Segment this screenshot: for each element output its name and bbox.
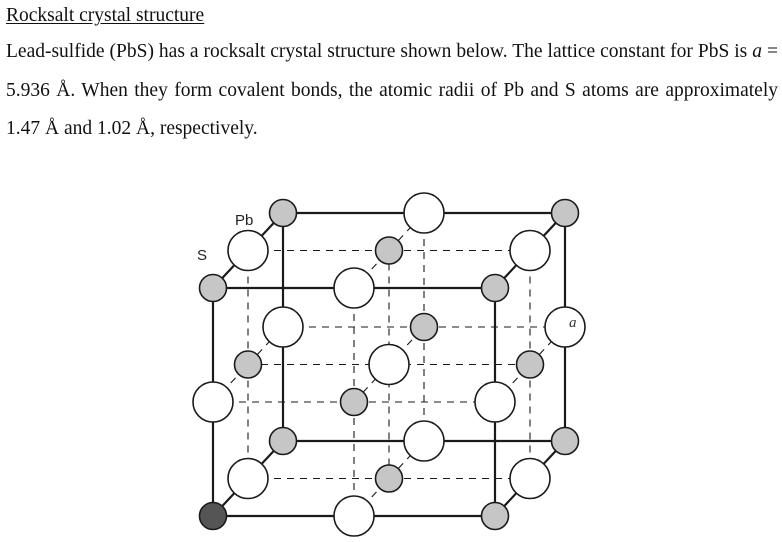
lattice-a-label: a — [569, 315, 577, 331]
pb-atom — [227, 457, 269, 500]
pb-atom — [544, 306, 586, 348]
s-atom — [374, 236, 404, 265]
equals-sign: = — [762, 41, 778, 62]
section-heading: Rocksalt crystal structure — [6, 5, 205, 26]
paragraph-text-2: . When they form covalent bonds, the ato… — [6, 79, 778, 140]
document: Rocksalt crystal structure Lead-sulfide … — [6, 2, 778, 149]
pb-atom — [227, 229, 269, 272]
pb-atom — [262, 306, 304, 348]
pb-atom — [509, 229, 551, 272]
pb-atom — [474, 381, 516, 423]
s-label: S — [197, 247, 207, 264]
s-atom — [550, 198, 580, 228]
dashed-lattice-line — [353, 326, 425, 403]
pb-atom — [403, 192, 445, 234]
s-atom-corner — [198, 501, 228, 531]
pb-atom — [333, 267, 375, 309]
pb-atom — [403, 420, 445, 462]
s-atom — [198, 273, 228, 303]
s-atom — [374, 464, 404, 493]
s-atom — [268, 426, 298, 456]
lattice-constant-symbol: a — [752, 41, 763, 62]
problem-paragraph: Lead-sulfide (PbS) has a rocksalt crysta… — [6, 33, 778, 149]
lattice-constant-value: 5.936 Å — [6, 79, 71, 101]
atoms — [192, 192, 586, 537]
s-atom — [550, 426, 580, 456]
s-atom — [515, 350, 545, 379]
s-atom — [339, 387, 369, 417]
pb-atom — [368, 343, 410, 386]
pb-atom — [333, 495, 375, 537]
crystal-structure-diagram: Pb S a — [192, 192, 586, 537]
pb-atom — [192, 381, 234, 423]
paragraph-text-1: Lead-sulfide (PbS) has a rocksalt crysta… — [6, 41, 753, 62]
pb-label: Pb — [235, 212, 253, 229]
s-atom — [480, 273, 510, 303]
s-atom — [268, 198, 298, 228]
s-atom — [409, 312, 439, 342]
pb-atom — [509, 457, 551, 500]
s-atom — [480, 501, 510, 531]
rocksalt-figure: Pb S a — [185, 185, 595, 540]
s-atom — [233, 350, 263, 379]
